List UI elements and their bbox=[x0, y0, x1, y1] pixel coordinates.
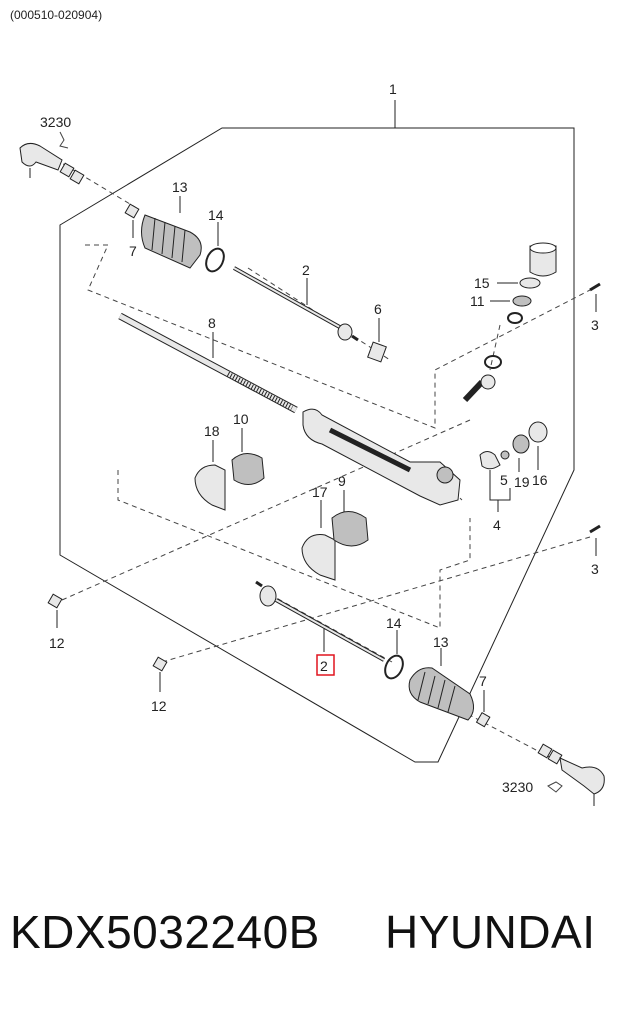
label-12-bottom[interactable]: 12 bbox=[151, 698, 167, 714]
label-7-upper[interactable]: 7 bbox=[129, 243, 137, 259]
label-3-top[interactable]: 3 bbox=[591, 317, 599, 333]
label-18[interactable]: 18 bbox=[204, 423, 220, 439]
gear-housing-part[interactable] bbox=[302, 374, 496, 506]
label-11[interactable]: 11 bbox=[470, 293, 485, 309]
label-2-lower[interactable]: 2 bbox=[320, 658, 328, 674]
label-1[interactable]: 1 bbox=[389, 81, 397, 97]
brand-name: HYUNDAI bbox=[385, 906, 596, 958]
label-14-upper[interactable]: 14 bbox=[208, 207, 224, 223]
label-17[interactable]: 17 bbox=[312, 484, 328, 500]
nut-12-top-part[interactable] bbox=[47, 593, 63, 609]
pinion-seal-group-part[interactable] bbox=[479, 421, 548, 470]
washer-11-part[interactable] bbox=[512, 295, 532, 307]
bushing-6-part[interactable] bbox=[367, 341, 387, 363]
label-3-bottom[interactable]: 3 bbox=[591, 561, 599, 577]
label-10[interactable]: 10 bbox=[233, 411, 249, 427]
clip-14-upper-part[interactable] bbox=[203, 246, 228, 275]
label-3230-upper[interactable]: 3230 bbox=[40, 114, 71, 130]
label-5[interactable]: 5 bbox=[500, 472, 508, 488]
bracket-18-part[interactable] bbox=[194, 464, 226, 511]
nut-7-lower-part[interactable] bbox=[475, 711, 491, 728]
label-2-upper[interactable]: 2 bbox=[302, 262, 310, 278]
boot-13-lower-part[interactable] bbox=[408, 667, 474, 721]
label-15[interactable]: 15 bbox=[474, 275, 490, 291]
cover-15-part[interactable] bbox=[529, 242, 557, 277]
date-range-header: (000510-020904) bbox=[10, 8, 103, 22]
assembly-boundary bbox=[59, 127, 575, 763]
mount-bush-9-part[interactable] bbox=[331, 511, 369, 547]
steering-gear-exploded-diagram: 1 3230 7 13 14 bbox=[19, 81, 605, 806]
label-13-upper[interactable]: 13 bbox=[172, 179, 188, 195]
label-4[interactable]: 4 bbox=[493, 517, 501, 533]
label-7-lower[interactable]: 7 bbox=[479, 673, 487, 689]
label-9[interactable]: 9 bbox=[338, 473, 346, 489]
mount-bush-10-part[interactable] bbox=[231, 453, 265, 485]
tie-rod-end-upper-part[interactable] bbox=[19, 142, 85, 185]
nut-7-upper-part[interactable] bbox=[124, 203, 140, 219]
tie-rod-2-highlight-box[interactable] bbox=[316, 654, 335, 676]
rack-8-part[interactable] bbox=[118, 312, 298, 414]
bracket-17-part[interactable] bbox=[301, 534, 336, 581]
clip-14-lower-part[interactable] bbox=[382, 653, 407, 682]
footer: KDX5032240B HYUNDAI bbox=[0, 905, 621, 985]
label-8[interactable]: 8 bbox=[208, 315, 216, 331]
label-14-lower[interactable]: 14 bbox=[386, 615, 402, 631]
tie-rod-end-lower-part[interactable] bbox=[537, 743, 605, 806]
label-19[interactable]: 19 bbox=[514, 474, 530, 490]
tie-rod-2-lower-part[interactable] bbox=[255, 580, 385, 662]
dashed-guides bbox=[39, 149, 591, 761]
label-6[interactable]: 6 bbox=[374, 301, 382, 317]
label-13-lower[interactable]: 13 bbox=[433, 634, 449, 650]
label-16[interactable]: 16 bbox=[532, 472, 548, 488]
tie-rod-2-upper-part[interactable] bbox=[233, 266, 359, 342]
nut-12-bottom-part[interactable] bbox=[152, 656, 168, 672]
label-3230-lower[interactable]: 3230 bbox=[502, 779, 533, 795]
bolt-3-bottom-part[interactable] bbox=[589, 524, 601, 534]
label-12-top[interactable]: 12 bbox=[49, 635, 65, 651]
bolt-3-top-part[interactable] bbox=[589, 282, 601, 292]
part-number: KDX5032240B bbox=[10, 906, 320, 958]
boot-13-upper-part[interactable] bbox=[141, 214, 202, 269]
